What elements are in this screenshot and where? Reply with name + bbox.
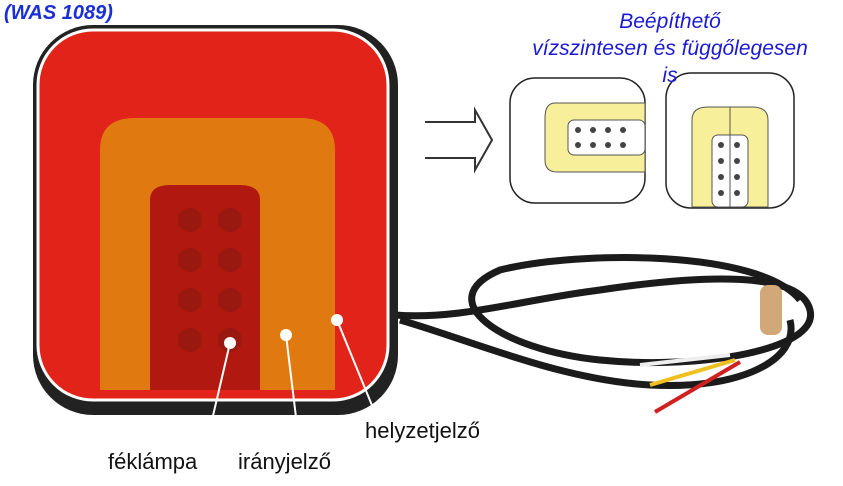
label-indicator: irányjelző — [238, 449, 331, 474]
mounting-note: Beépíthető vízszintesen és függőlegesen … — [520, 8, 820, 89]
arrow-icon — [425, 106, 494, 174]
product-code: (WAS 1089) — [4, 2, 113, 24]
mounting-note-line3: is — [662, 64, 678, 87]
cable — [394, 254, 814, 390]
label-brake-light: féklámpa — [108, 449, 198, 474]
brake-segment — [150, 185, 260, 390]
vertical-mounting-diagram — [665, 72, 795, 209]
label-position-light: helyzetjelző — [365, 418, 480, 443]
cable-clip — [760, 285, 782, 335]
horizontal-mounting-diagram — [509, 77, 646, 204]
mounting-note-line2: vízszintesen és függőlegesen — [532, 37, 808, 60]
mounting-note-line1: Beépíthető — [619, 10, 721, 33]
